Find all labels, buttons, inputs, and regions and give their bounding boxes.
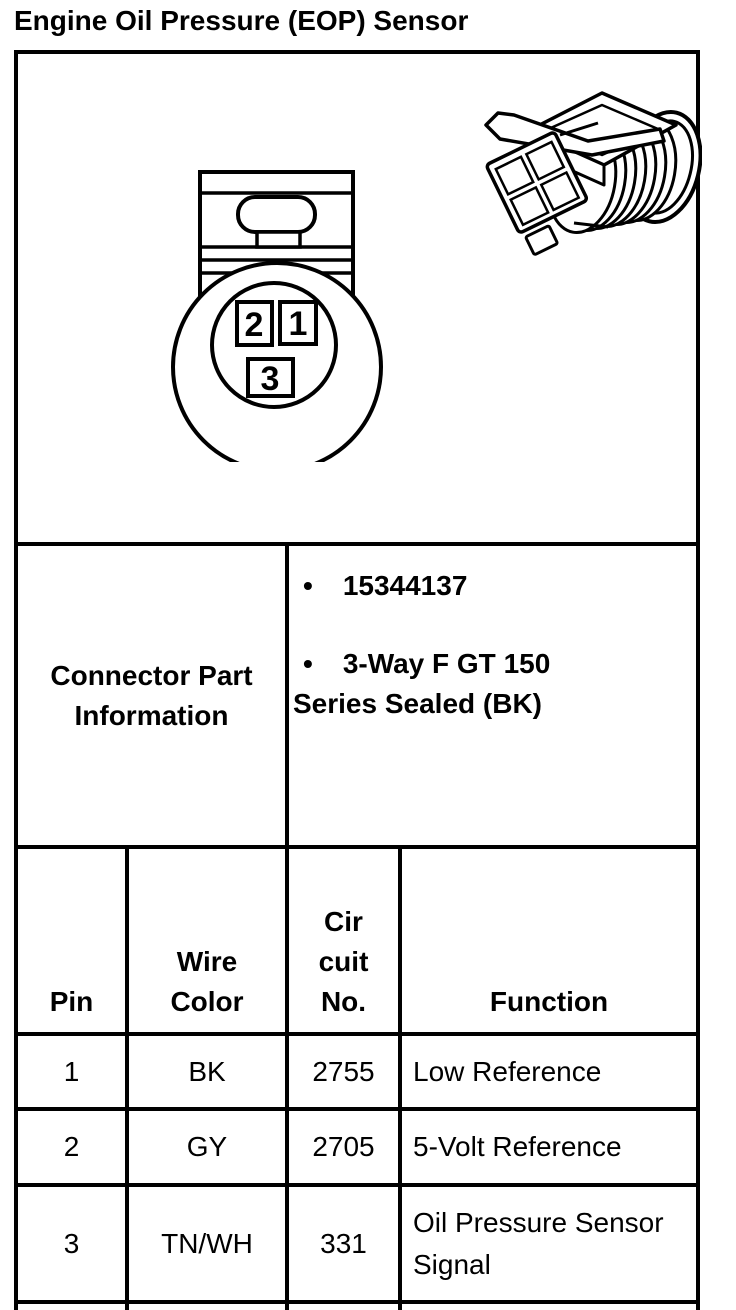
table-row-stub: [18, 1300, 125, 1310]
table-row-stub: [398, 1300, 696, 1310]
pin-label-3: 3: [261, 360, 280, 398]
bullet-icon: •: [303, 570, 313, 601]
header-wire-color: Wire Color: [125, 845, 285, 1032]
terminal-block: [485, 131, 589, 256]
pin-label-2: 2: [245, 306, 264, 344]
part-series-item: •3-Way F GT 150 Series Sealed (BK): [293, 644, 688, 724]
connector-3d-drawing: [484, 91, 702, 256]
pin-cavity-1: [278, 300, 318, 346]
bullet-icon: •: [303, 648, 313, 679]
table-row-2-circuit: 2705: [285, 1107, 398, 1183]
connector-latch-slot: [236, 195, 317, 234]
table-row-2-wire: GY: [125, 1107, 285, 1183]
latch-tab: [255, 230, 302, 249]
pin-cavity-2: [235, 300, 274, 347]
table-row-2-pin: 2: [18, 1107, 125, 1183]
header-function: Function: [398, 845, 696, 1032]
table-row-3-wire: TN/WH: [125, 1183, 285, 1300]
part-number: 15344137: [342, 570, 468, 601]
table-row-stub: [285, 1300, 398, 1310]
connector-info-table: 2 1 3: [14, 50, 702, 1310]
pin-label-1: 1: [289, 305, 308, 343]
tpa-tab: [524, 224, 559, 256]
part-series: 3-Way F GT 150 Series Sealed (BK): [293, 648, 551, 719]
connector-face-view-drawing: 2 1 3: [171, 170, 383, 462]
part-info-values: •15344137 •3-Way F GT 150 Series Sealed …: [289, 546, 696, 845]
table-row-stub: [125, 1300, 285, 1310]
table-row-1-pin: 1: [18, 1032, 125, 1107]
page-title: Engine Oil Pressure (EOP) Sensor: [14, 5, 469, 36]
part-number-item: • 15344137: [293, 566, 688, 606]
connector-diagram-box: 2 1 3: [18, 54, 702, 542]
table-row-3-circuit: 331: [285, 1183, 398, 1300]
table-row-1-wire: BK: [125, 1032, 285, 1107]
table-row-1-circuit: 2755: [285, 1032, 398, 1107]
header-pin: Pin: [18, 845, 125, 1032]
table-row-1-function: Low Reference: [398, 1032, 696, 1107]
table-row-2-function: 5-Volt Reference: [398, 1107, 696, 1183]
header-circuit-no: Cir cuit No.: [285, 845, 398, 1032]
part-info-label: Connector Part Information: [18, 546, 289, 845]
pin-cavity-3: [246, 357, 295, 398]
pin-table: Pin Wire Color Cir cuit No. Function 1 B…: [18, 845, 696, 1310]
table-row-3-function: Oil Pressure Sensor Signal: [398, 1183, 696, 1300]
part-info-row: Connector Part Information •15344137 •3-…: [18, 542, 696, 845]
table-row-3-pin: 3: [18, 1183, 125, 1300]
